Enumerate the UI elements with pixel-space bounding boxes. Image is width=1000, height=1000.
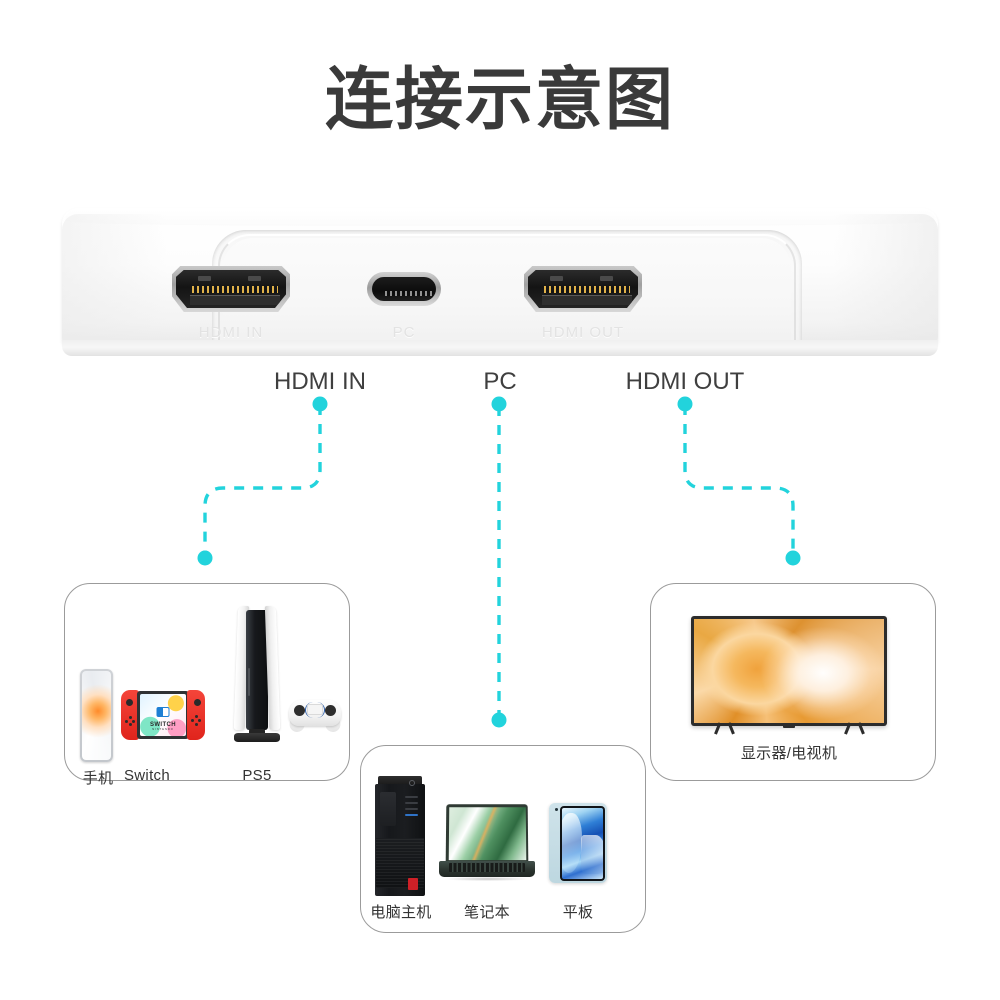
controller-left-stick <box>294 705 305 716</box>
usbc-port-cavity <box>372 277 436 301</box>
switch-dpad <box>125 716 135 726</box>
device-label-ps5: PS5 <box>242 767 272 784</box>
hdmi-out-etch-label: HDMI OUT <box>541 324 625 341</box>
connector-dot-pc-box <box>491 712 507 728</box>
switch-joycon-left <box>121 690 139 740</box>
hdmi-port-lip <box>190 295 280 305</box>
game-console-ps5-icon <box>233 606 281 742</box>
tv-frame <box>691 616 887 726</box>
device-label-switch: Switch <box>124 767 170 784</box>
hdmi-port-tab-left <box>198 276 211 281</box>
television-icon <box>691 616 887 734</box>
switch-face-buttons <box>191 715 201 726</box>
connector-dot-hdmi-out-top <box>677 396 693 412</box>
hdmi-in-port[interactable] <box>172 266 290 312</box>
device-label-tablet: 平板 <box>562 904 594 921</box>
hdmi-port-tab-left <box>550 276 563 281</box>
group-box-display: 显示器/电视机 <box>650 583 936 781</box>
tower-front-ports <box>405 788 421 830</box>
ps5-core <box>246 610 268 730</box>
tv-chin-logo <box>783 724 795 728</box>
tower-top <box>378 776 422 785</box>
tablet-screen <box>562 807 603 879</box>
smartphone-screen <box>82 671 111 760</box>
connector-hdmi-out-to-display <box>683 405 795 556</box>
usbc-port-tongue <box>385 291 433 296</box>
switch-left-stick <box>126 699 133 706</box>
laptop-lid <box>445 804 529 863</box>
device-right-shade <box>788 214 938 344</box>
hdmi-in-etch-label: HDMI IN <box>198 324 264 341</box>
pc-etch-label: PC <box>392 324 416 341</box>
controller-touchpad <box>307 704 323 715</box>
device-hub: HDMI IN PC HDMI OUT <box>62 208 938 356</box>
tower-optical-drive <box>380 792 396 826</box>
device-label-phone: 手机 <box>82 770 114 787</box>
connector-dot-display <box>785 550 801 566</box>
page-title: 连接示意图 <box>324 62 675 138</box>
tower-power-button[interactable] <box>409 780 415 786</box>
device-label-laptop: 笔记本 <box>464 904 510 921</box>
port-caption-hdmi-out: HDMI OUT <box>625 368 745 395</box>
hdmi-out-port[interactable] <box>524 266 642 312</box>
ps5-dualsense-controller-icon <box>288 696 342 734</box>
controller-light-bar <box>305 702 325 718</box>
tablet-front-camera <box>555 808 558 811</box>
laptop-keyboard <box>449 863 525 872</box>
hdmi-port-lip <box>542 295 632 305</box>
tv-foot-left <box>713 723 735 734</box>
hdmi-port-cavity <box>528 270 638 308</box>
port-caption-pc: PC <box>483 368 517 395</box>
ps5-disc-slot <box>248 668 250 696</box>
device-recess-highlight <box>218 234 796 350</box>
device-base <box>62 340 938 356</box>
smartphone-icon <box>80 669 113 762</box>
laptop-screen <box>448 806 526 860</box>
hdmi-port-tab-right <box>248 276 261 281</box>
ps5-stand-neck <box>249 729 265 735</box>
hdmi-port-pins <box>544 286 630 293</box>
device-recessed-inner <box>223 238 791 350</box>
connector-dot-pc-top <box>491 396 507 412</box>
laptop-shadow <box>445 877 529 881</box>
switch-logo-icon <box>156 706 170 717</box>
tv-foot-right <box>843 723 865 734</box>
controller-right-stick <box>325 705 336 716</box>
hdmi-port-tab-right <box>600 276 613 281</box>
pc-usbc-port[interactable] <box>367 272 441 306</box>
connector-dot-sources <box>197 550 213 566</box>
device-label-desktop: 电脑主机 <box>370 904 432 921</box>
tower-brand-badge <box>408 878 418 890</box>
device-label-monitor-tv: 显示器/电视机 <box>740 745 838 762</box>
group-box-pc: 电脑主机 笔记本 平板 <box>360 745 646 933</box>
tv-screen <box>694 619 884 723</box>
ps5-stand-base <box>234 733 280 742</box>
tablet-bezel <box>560 805 605 881</box>
switch-right-stick <box>194 699 201 706</box>
hdmi-port-pins <box>192 286 278 293</box>
tablet-icon <box>549 803 607 883</box>
connector-hdmi-in-to-sources <box>203 405 322 556</box>
device-top-edge <box>65 210 935 226</box>
laptop-icon <box>439 804 535 882</box>
switch-joycon-right <box>187 690 205 740</box>
connector-dot-hdmi-in-top <box>312 396 328 412</box>
desktop-tower-icon <box>375 776 425 896</box>
hdmi-port-cavity <box>176 270 286 308</box>
port-caption-hdmi-in: HDMI IN <box>274 368 366 395</box>
